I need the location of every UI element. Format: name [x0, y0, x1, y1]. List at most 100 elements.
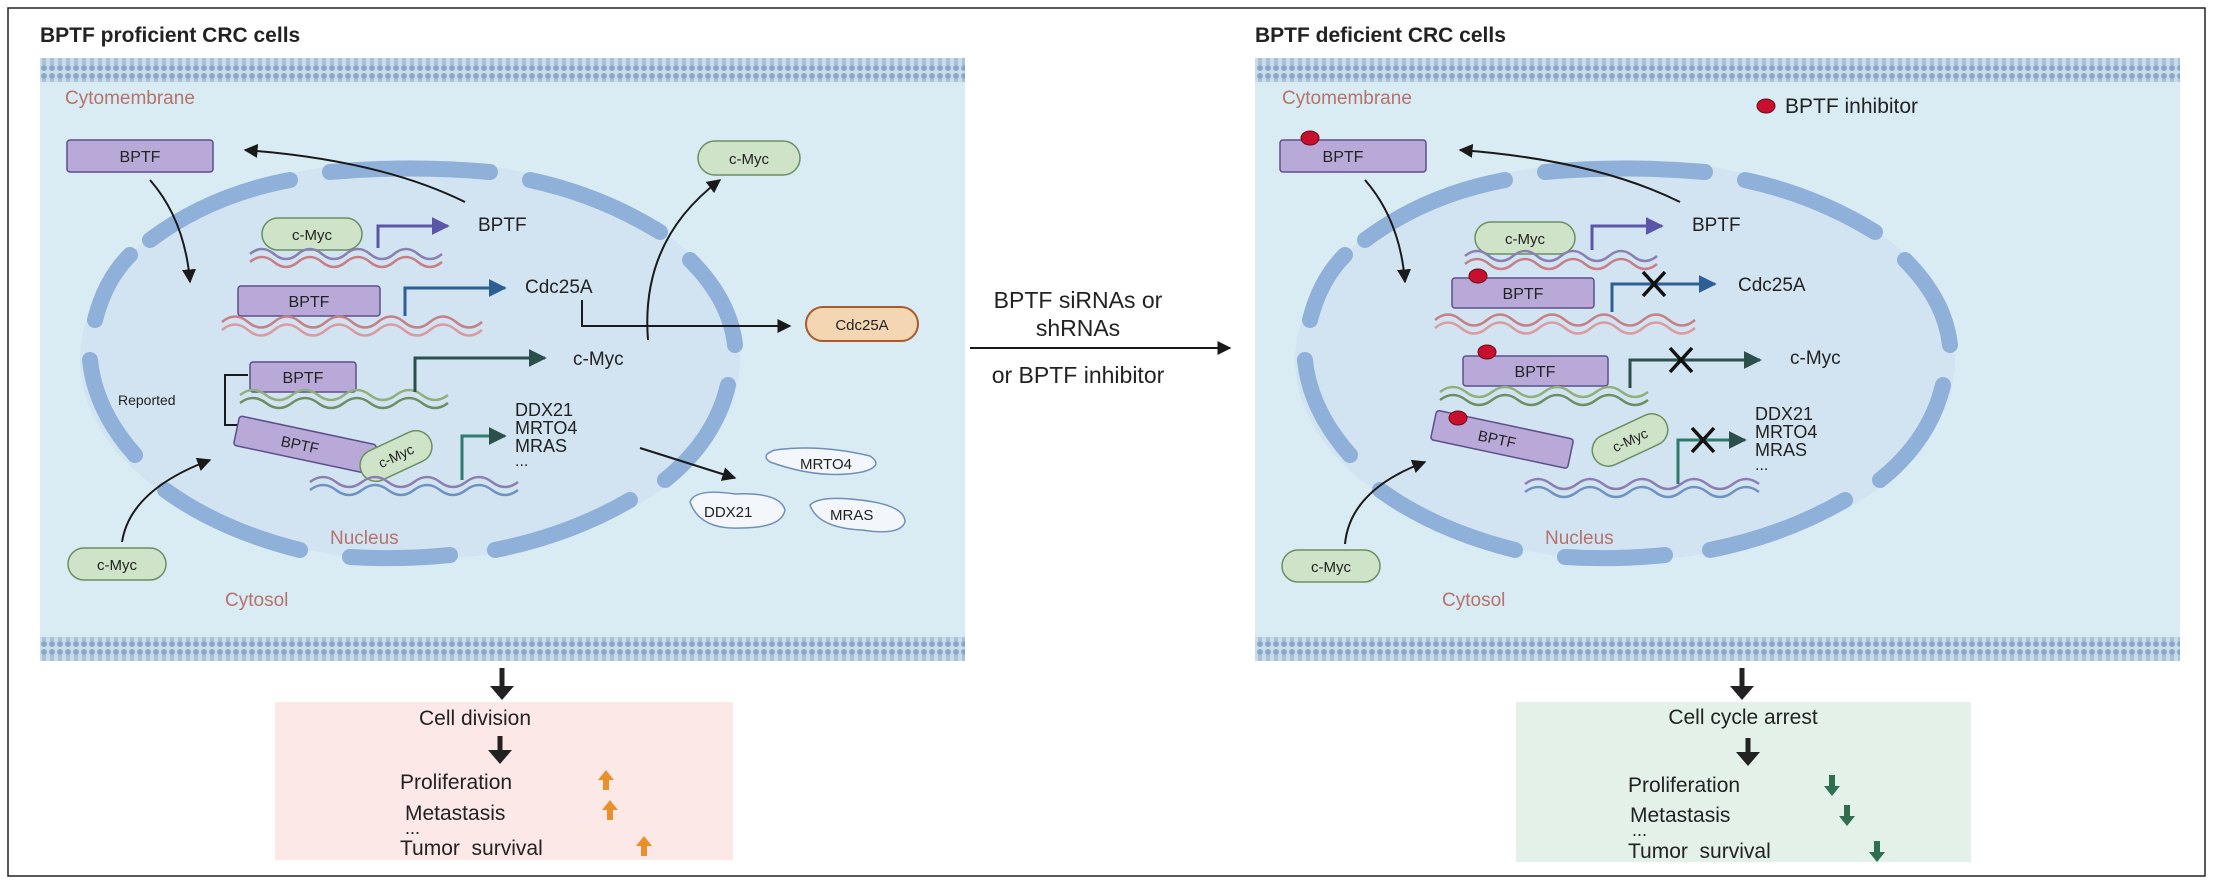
- left-arrow-protein-export: [639, 447, 737, 481]
- right-arrow-bptf-import: [1364, 179, 1411, 284]
- treatment-arrow-group: BPTF siRNAs or shRNAs or BPTF inhibitor: [970, 287, 1232, 388]
- right-gene2-inhibitor-icon: [1468, 268, 1488, 284]
- right-gene1-factor-label: c-Myc: [1505, 231, 1545, 248]
- left-gene3-bptf-factor: [249, 361, 357, 393]
- right-gene2-target: Cdc25A: [1738, 275, 1806, 296]
- left-cdc25a-protein-label: Cdc25A: [835, 317, 888, 334]
- inhibitor-legend-label: BPTF inhibitor: [1785, 95, 1918, 118]
- left-protein-ddx21: [689, 491, 786, 529]
- left-nuclear-envelope: [82, 160, 743, 567]
- left-gene3-factor-label: BPTF: [283, 370, 324, 387]
- left-gene3-promoter-arrow: [413, 349, 547, 392]
- left-outcome-heading: Cell division: [419, 707, 531, 730]
- right-outcome: Cell cycle arrest Proliferation Metastas…: [1516, 668, 1971, 863]
- right-gene4-dna: [1524, 477, 1760, 499]
- right-nuclear-envelope: [1297, 160, 1958, 567]
- left-gene2-factor-label: BPTF: [289, 294, 330, 311]
- left-protein-ddx21-label: DDX21: [704, 504, 752, 521]
- left-gene4-target-2: MRTO4: [515, 418, 577, 438]
- right-outcome-item-1: Proliferation: [1628, 774, 1740, 797]
- right-gene4-block-icon: [1690, 426, 1716, 454]
- left-complex-cmyc: c-Myc: [359, 429, 433, 483]
- left-cmyc-bottom-label: c-Myc: [97, 557, 137, 574]
- right-outcome-inner-arrow-head: [1736, 752, 1760, 766]
- up-arrow-icon: [598, 770, 614, 790]
- left-arrow-bptf-export: [243, 143, 466, 203]
- right-nucleus-body: [1295, 160, 1955, 560]
- right-gene1-cmyc-factor: [1474, 221, 1576, 255]
- left-outcome-connector-head: [490, 686, 514, 700]
- right-gene4-target-2: MRTO4: [1755, 422, 1817, 442]
- right-membrane-top: [1255, 58, 2180, 82]
- up-arrow-icon: [636, 836, 652, 856]
- right-gene3-target: c-Myc: [1790, 348, 1841, 369]
- right-gene2-block-icon: [1641, 270, 1667, 298]
- right-cytosol-label: Cytosol: [1442, 590, 1505, 611]
- left-outcome-inner-arrow-head: [488, 750, 512, 764]
- up-arrow-icon: [602, 800, 618, 820]
- left-membrane-bottom: [40, 637, 965, 661]
- right-gene3-block-icon: [1668, 346, 1694, 374]
- left-protein-mrto4-label: MRTO4: [800, 456, 852, 473]
- right-bptf-cytoplasm-label: BPTF: [1323, 149, 1364, 166]
- figure-border: [7, 7, 2206, 877]
- right-cytomembrane-label: Cytomembrane: [1282, 88, 1412, 109]
- left-gene1-dna: [249, 247, 443, 269]
- left-outcome-item-4: Tumor survival: [400, 837, 543, 860]
- right-gene4-promoter-arrow: [1676, 431, 1747, 484]
- left-cmyc-cytoplasm-top: [697, 140, 801, 176]
- left-protein-mrto4: [765, 447, 877, 476]
- right-gene3-factor-label: BPTF: [1515, 364, 1556, 381]
- left-protein-mras-label: MRAS: [830, 507, 873, 524]
- left-nucleus-label: Nucleus: [330, 528, 399, 549]
- right-inhibitor-bound-icon: [1300, 130, 1320, 146]
- right-arrow-cmyc-import: [1344, 459, 1427, 545]
- left-gene4-target-ellipsis: ...: [515, 453, 528, 470]
- left-gene2-target: Cdc25A: [525, 277, 593, 298]
- left-gene4-promoter-arrow: [460, 427, 507, 480]
- right-gene1-promoter-arrow: [1590, 217, 1664, 250]
- right-gene2-promoter-arrow: [1610, 275, 1717, 312]
- left-gene3-target: c-Myc: [573, 349, 624, 370]
- right-complex-bptf: BPTF: [1430, 409, 1574, 469]
- right-nucleus-label: Nucleus: [1545, 528, 1614, 549]
- left-arrow-bptf-import: [149, 179, 196, 284]
- left-nucleus-body: [80, 160, 740, 560]
- left-bptf-cytoplasm: [66, 139, 214, 173]
- right-gene3-dna: [1439, 385, 1649, 407]
- left-membrane-top: [40, 58, 965, 82]
- right-outcome-heading: Cell cycle arrest: [1668, 706, 1818, 729]
- right-gene2-dna: [1434, 313, 1696, 335]
- left-panel-title: BPTF proficient CRC cells: [40, 24, 300, 47]
- left-protein-mras: [809, 497, 906, 533]
- treatment-line-3: or BPTF inhibitor: [992, 362, 1165, 388]
- right-cmyc-cytoplasm-bottom: [1281, 549, 1381, 583]
- right-panel: BPTF deficient CRC cells Cytomembrane Cy…: [1255, 24, 2180, 661]
- left-cytosol-label: Cytosol: [225, 590, 288, 611]
- left-outcome-item-3: ...: [405, 818, 420, 838]
- left-cmyc-top-label: c-Myc: [729, 151, 769, 168]
- left-reported-bracket: [224, 374, 248, 426]
- right-outcome-item-4: Tumor survival: [1628, 840, 1771, 863]
- right-gene4-target-1: DDX21: [1755, 404, 1813, 424]
- left-cytomembrane-label: Cytomembrane: [65, 88, 195, 109]
- right-gene4-target-3: MRAS: [1755, 440, 1807, 460]
- left-bptf-cytoplasm-label: BPTF: [120, 149, 161, 166]
- left-up-arrows: [598, 770, 652, 856]
- right-gene3-bptf-factor: [1462, 355, 1609, 387]
- right-gene3-promoter-arrow: [1628, 351, 1762, 388]
- left-gene4-target-1: DDX21: [515, 400, 573, 420]
- right-outcome-box: [1516, 702, 1971, 862]
- right-gene4-target-ellipsis: ...: [1755, 457, 1768, 474]
- left-outcome-item-1: Proliferation: [400, 771, 512, 794]
- left-outcome-item-2: Metastasis: [405, 802, 505, 825]
- left-outcome-box: [275, 702, 733, 860]
- left-gene2-promoter-arrow: [403, 279, 507, 316]
- right-gene1-dna: [1464, 249, 1658, 271]
- right-cmyc-bottom-label: c-Myc: [1311, 559, 1351, 576]
- right-gene1-target: BPTF: [1692, 215, 1741, 236]
- right-complex-inhibitor-icon: [1448, 410, 1468, 426]
- treatment-line-1: BPTF siRNAs or: [994, 287, 1163, 313]
- right-gene3-inhibitor-icon: [1477, 344, 1497, 360]
